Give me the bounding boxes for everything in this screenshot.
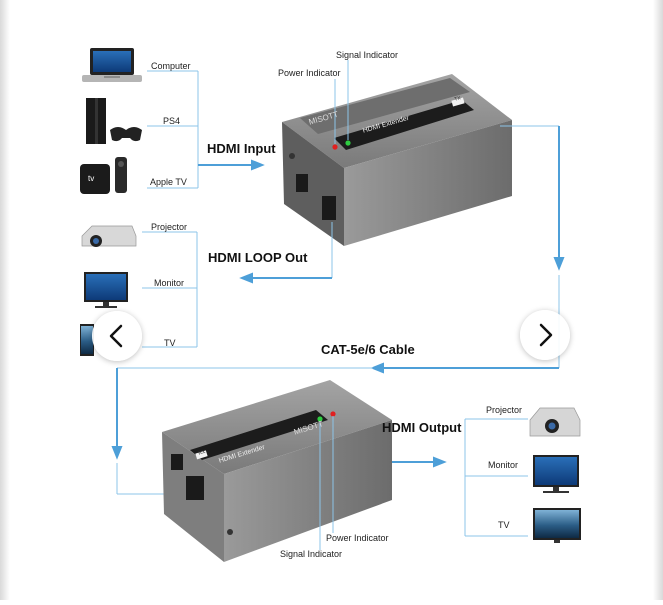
- tx-label-panel: [334, 100, 474, 150]
- loop-tv-label: TV: [164, 338, 176, 348]
- rx-signal-indicator-label: Signal Indicator: [280, 549, 343, 559]
- tx-hdmi-in-port: [296, 174, 308, 192]
- hdmi-loop-out-label: HDMI LOOP Out: [208, 250, 308, 265]
- output-monitor-icon: [533, 455, 579, 493]
- tx-signal-led: [345, 140, 351, 146]
- output-tv-icon: [533, 508, 581, 543]
- hdmi-input-label: HDMI Input: [207, 141, 276, 156]
- tx-power-led: [332, 144, 338, 150]
- output-projector-icon: [529, 407, 581, 437]
- tx-hdmi-loop-port: [322, 196, 336, 220]
- output-monitor-label: Monitor: [488, 460, 519, 470]
- cat-cable-label: CAT-5e/6 Cable: [321, 342, 415, 357]
- transmitter-device: [282, 74, 512, 246]
- rx-label-panel: [190, 410, 328, 460]
- tx-signal-indicator-label: Signal Indicator: [336, 50, 399, 60]
- ps4-console-icon: [86, 98, 142, 144]
- loop-projector-label: Projector: [151, 222, 188, 232]
- chevron-right-icon: [539, 323, 553, 347]
- loop-monitor-icon: [84, 272, 128, 308]
- frame-left-edge: [0, 0, 10, 600]
- rx-indicator-callouts: [319, 416, 334, 550]
- source-connectors: [147, 70, 265, 189]
- laptop-icon: [82, 48, 142, 82]
- rx-power-led: [330, 411, 336, 417]
- output-tv-label: TV: [498, 520, 510, 530]
- apple-tv-icon: [80, 157, 127, 194]
- apple-tv-label: Apple TV: [150, 177, 187, 187]
- loop-tv-icon: [80, 324, 94, 356]
- frame-right-edge: [653, 0, 663, 600]
- tx-indicator-callouts: [334, 60, 349, 144]
- output-connectors: [392, 418, 528, 537]
- loop-connectors: [142, 222, 333, 348]
- chevron-left-icon: [109, 324, 123, 348]
- rx-power-indicator-label: Power Indicator: [326, 533, 389, 543]
- hdmi-output-label: HDMI Output: [382, 420, 462, 435]
- receiver-device: [162, 380, 392, 562]
- ps4-label: PS4: [163, 116, 181, 126]
- loop-projector-icon: [81, 225, 137, 247]
- output-projector-label: Projector: [486, 405, 523, 415]
- previous-button[interactable]: [92, 311, 142, 361]
- apple-tv-logo-text: tv: [88, 174, 95, 183]
- loop-monitor-label: Monitor: [154, 278, 185, 288]
- rx-signal-led: [317, 416, 323, 422]
- rx-rj45-port: [186, 476, 204, 500]
- next-button[interactable]: [520, 310, 570, 360]
- tx-power-indicator-label: Power Indicator: [278, 68, 341, 78]
- computer-label: Computer: [151, 61, 191, 71]
